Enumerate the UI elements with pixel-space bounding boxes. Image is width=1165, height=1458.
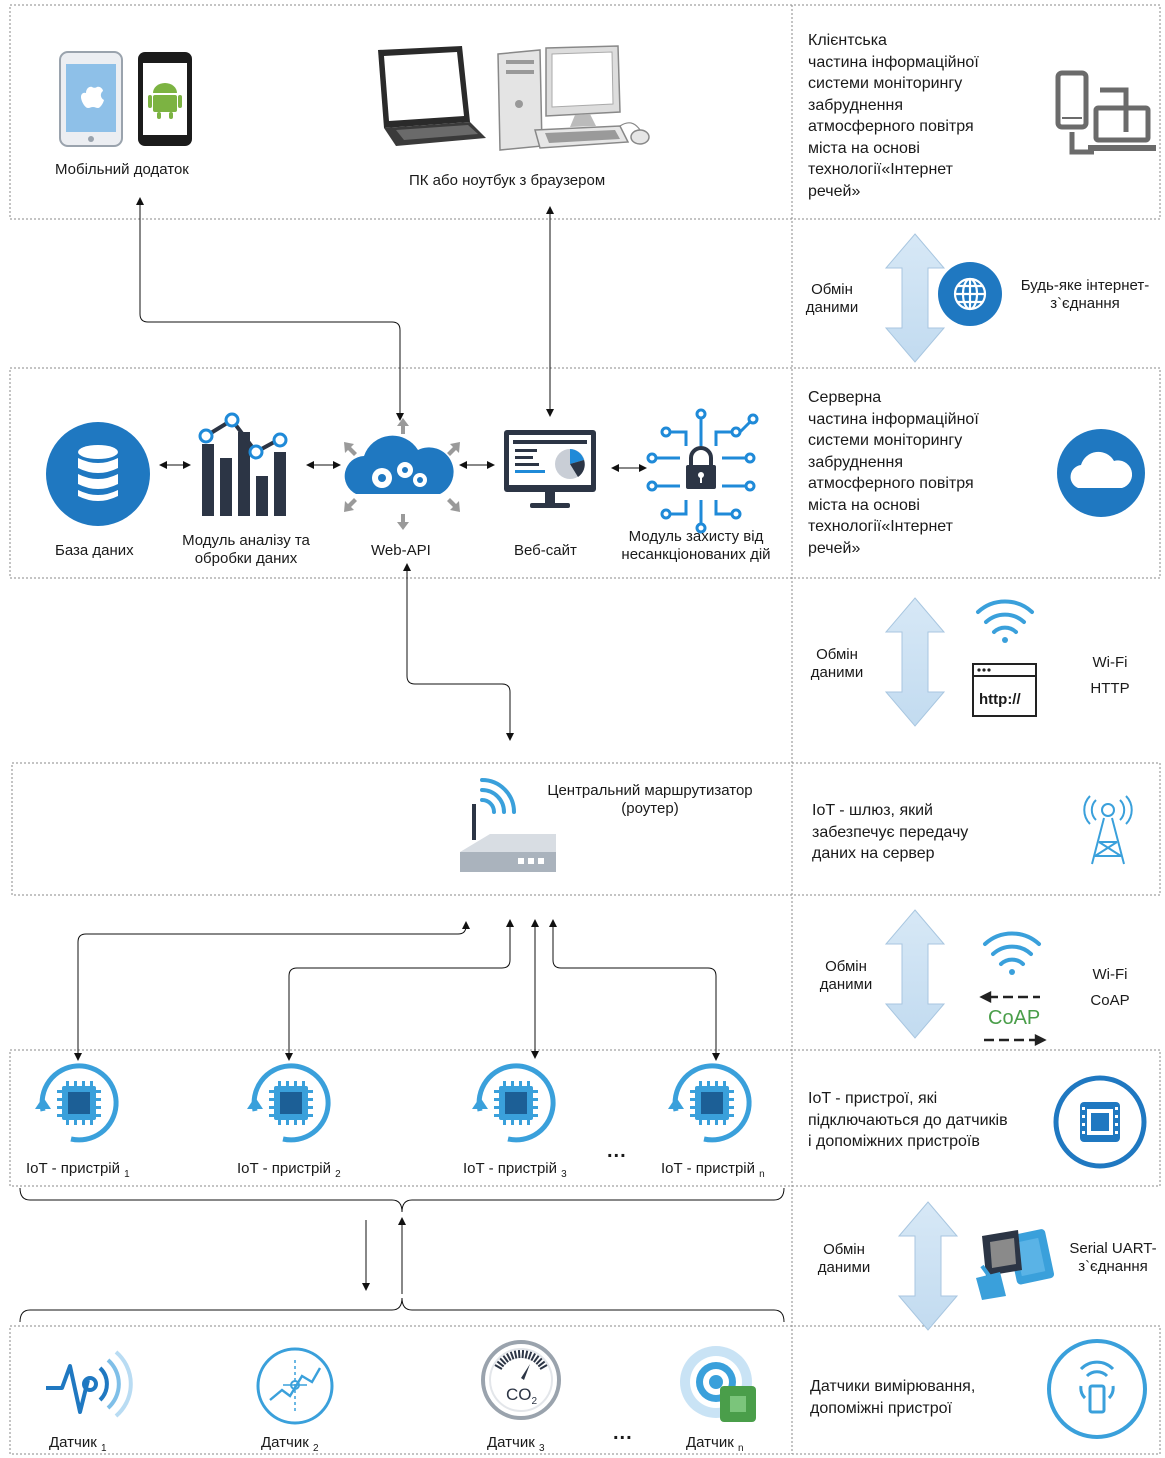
sensor-big-icon — [1047, 1339, 1147, 1439]
database-label: База даних — [55, 542, 134, 559]
gauge-tick — [527, 1351, 533, 1360]
co2-text: CO2 — [506, 1385, 538, 1408]
laptop-icon — [378, 46, 486, 146]
router-label: Центральний маршрутизатор(роутер) — [547, 782, 753, 817]
analytics-chart-icon — [198, 412, 288, 516]
sensor-label-n: Датчик n — [686, 1434, 744, 1454]
gauge-tick — [509, 1351, 515, 1360]
iot-chip-icon-2 — [247, 1063, 331, 1143]
iot-device-icons — [35, 1063, 752, 1143]
iot-chip-icon-4 — [668, 1063, 752, 1143]
gauge-tick — [513, 1350, 518, 1359]
iot-chip-icon-3 — [472, 1063, 556, 1143]
security-lock-icon — [646, 408, 759, 534]
gauge-tick — [539, 1364, 548, 1370]
android-phone-icon — [138, 52, 192, 146]
vibration-sensor-icon — [46, 1350, 133, 1418]
serial-uart-label: Serial UART-з`єднання — [1069, 1240, 1157, 1275]
mobile-app-label: Мобільний додаток — [55, 161, 189, 178]
cloud-icon — [1057, 429, 1145, 517]
sensor-label-2: Датчик 2 — [261, 1434, 319, 1454]
tablet-icon — [59, 51, 123, 147]
globe-icon — [938, 262, 1002, 326]
website-label: Веб-сайт — [514, 542, 577, 559]
devices-icon — [1055, 70, 1156, 155]
exchange-arrow-4 — [897, 1201, 959, 1331]
exchange-arrow-3 — [884, 909, 946, 1039]
device-ellipsis: ... — [607, 1140, 627, 1162]
gauge-tick — [530, 1353, 536, 1362]
sensors-description: Датчики вимірювання,допоміжні пристрої — [810, 1378, 976, 1417]
gauge-tick — [502, 1355, 509, 1363]
browser-window-icon — [972, 663, 1037, 717]
gauge-tick — [524, 1350, 529, 1359]
pc-label: ПК або ноутбук з браузером — [409, 172, 606, 189]
gauge-tick — [537, 1360, 546, 1368]
database-icon — [46, 422, 150, 526]
section-borders — [9, 4, 1161, 1455]
co2-gauge-icon — [481, 1340, 561, 1420]
trend-sensor-icon — [256, 1347, 334, 1425]
exchange-arrow-2 — [884, 597, 946, 727]
exchange-arrow-1 — [884, 233, 946, 363]
connectors — [19, 197, 785, 1323]
website-monitor-icon — [504, 430, 596, 508]
iot-chip-icon-1 — [35, 1063, 119, 1143]
gauge-tick — [517, 1350, 521, 1359]
cloud-gears-icon — [344, 418, 460, 530]
iot-device-label-3: IoT - пристрій 3 — [463, 1160, 567, 1180]
internet-connection-label: Будь-яке інтернет-з`єднання — [1020, 277, 1150, 312]
http-text: http:// — [979, 691, 1021, 708]
antenna-tower-icon — [1083, 795, 1133, 865]
gauge-tick — [496, 1360, 505, 1368]
gauge-tick — [499, 1357, 507, 1365]
wireless-sensor-icon — [680, 1346, 756, 1422]
wifi-icon-http — [976, 599, 1034, 643]
router-icon — [460, 778, 556, 872]
iot-device-label-n: IoT - пристрій n — [661, 1160, 765, 1180]
serial-connector-icon — [976, 1229, 1055, 1300]
coap-arrows-icon — [979, 991, 1047, 1046]
iot-device-label-1: IoT - пристрій 1 — [26, 1160, 130, 1180]
wifi-icon-coap — [983, 931, 1041, 975]
gauge-tick — [494, 1364, 503, 1370]
iot-device-label-2: IoT - пристрій 2 — [237, 1160, 341, 1180]
sensor-ellipsis: ... — [613, 1422, 633, 1444]
gauge-tick — [533, 1355, 540, 1363]
sensor-label-3: Датчик 3 — [487, 1434, 545, 1454]
coap-text: CoAP — [988, 1007, 1041, 1029]
chip-big-icon — [1053, 1075, 1147, 1169]
desktop-pc-icon — [497, 45, 650, 151]
gauge-tick — [535, 1357, 543, 1365]
gauge-tick — [506, 1353, 512, 1362]
webapi-label: Web-API — [371, 542, 431, 559]
sensor-label-1: Датчик 1 — [49, 1434, 107, 1454]
gauge-tick — [521, 1350, 525, 1359]
